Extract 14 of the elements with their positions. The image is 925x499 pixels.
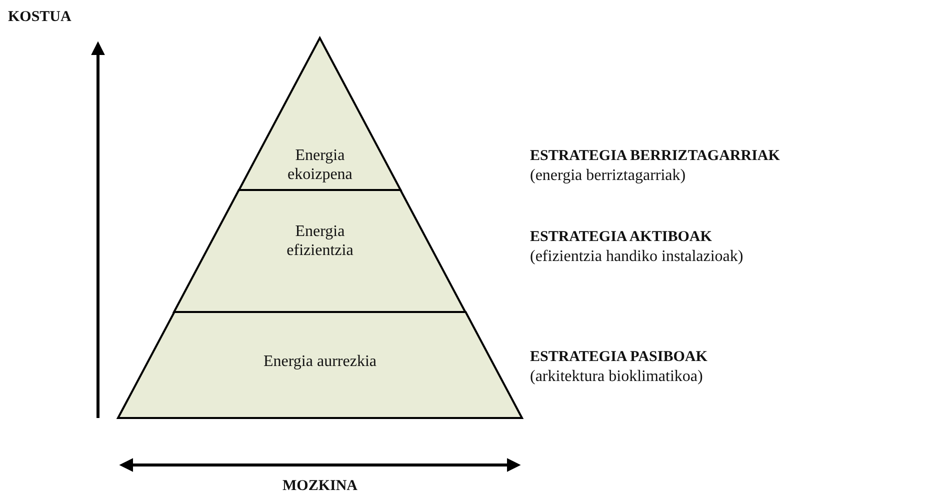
layer-label: Energia aurrezkia <box>262 352 378 371</box>
strategy-heading: ESTRATEGIA BERRIZTAGARRIAK <box>530 147 780 166</box>
strategy-description: (arkitektura bioklimatikoa) <box>530 367 703 386</box>
strategy-description: (efizientzia handiko instalazioak) <box>530 247 744 266</box>
pyramid-layer <box>118 312 522 418</box>
layer-label: Energia efizientzia <box>286 222 354 260</box>
axis-label: KOSTUA <box>8 8 72 27</box>
layer-label: Energia ekoizpena <box>286 146 354 184</box>
pyramid-layer <box>174 190 466 312</box>
axis-label: MOZKINA <box>282 477 358 496</box>
pyramid-top-triangle <box>239 38 401 190</box>
strategy-heading: ESTRATEGIA PASIBOAK <box>530 348 708 367</box>
strategy-description: (energia berriztagarriak) <box>530 166 686 185</box>
strategy-heading: ESTRATEGIA AKTIBOAK <box>530 228 712 247</box>
